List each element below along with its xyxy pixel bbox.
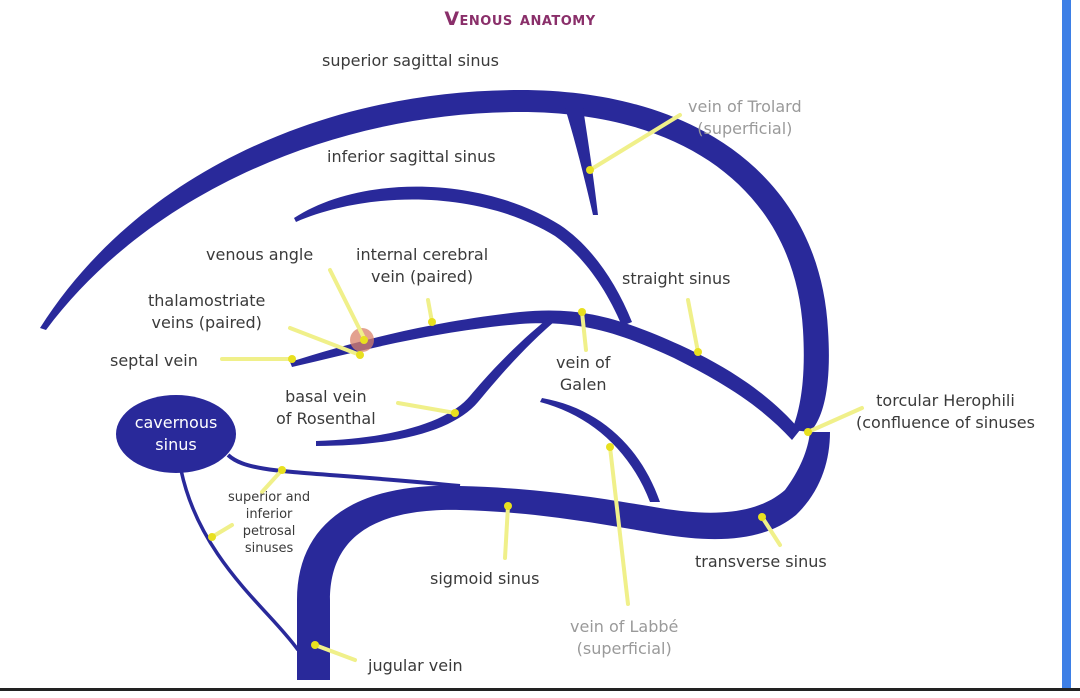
leader-transverse [760,515,782,547]
label-vein-of-galen-line2: Galen [559,375,607,394]
label-vein-of-trolard-line2: (superficial) [697,119,793,138]
label-septal-vein: septal vein [110,351,198,370]
label-torcular-herophili: torcular Herophili (confluence of sinuse… [856,390,1035,434]
dot-torcular [804,428,812,436]
label-sigmoid-sinus: sigmoid sinus [430,569,540,588]
label-vein-of-labbe-line2: (superficial) [576,639,672,658]
cavernous-sinus: cavernous sinus [116,395,236,473]
superior-petrosal-sinus-vessel [226,453,461,488]
dot-venous-angle [360,336,368,344]
label-venous-angle: venous angle [206,245,314,264]
bottom-strip [0,691,1080,698]
label-straight-sinus: straight sinus [622,269,731,288]
superior-sagittal-sinus-vessel [40,90,829,432]
dot-sigmoid [504,502,512,510]
label-thalamostriate-line1: thalamostriate [148,291,266,310]
leader-thalamostriate [288,326,362,357]
label-vein-of-labbe-line1: vein of Labbé [570,617,679,636]
dot-internal-cerebral [428,318,436,326]
label-vein-of-trolard: vein of Trolard (superficial) [688,96,802,140]
inferior-sagittal-sinus-vessel [294,186,632,326]
label-jugular-vein: jugular vein [368,656,463,675]
label-internal-cerebral-vein-line2: vein (paired) [371,267,474,286]
label-basal-vein-of-rosenthal: basal vein of Rosenthal [276,386,376,430]
dot-basal [451,409,459,417]
label-basal-vein-line2: of Rosenthal [276,409,376,428]
leader-labbe [608,445,630,606]
label-cavernous-line2: sinus [155,435,197,454]
label-petrosal-line1: superior and [228,490,311,505]
straight-sinus-vessel [290,310,800,440]
dot-petrosal-sup [278,466,286,474]
label-basal-vein-line1: basal vein [285,387,367,406]
dot-petrosal-inf [208,533,216,541]
label-petrosal-sinuses: superior and inferior petrosal sinuses [228,489,310,557]
diagram-title: Venous anatomy [444,8,596,30]
label-torcular-line2: (confluence of sinuses [856,413,1035,432]
dot-jugular [311,641,319,649]
leader-petrosal-sup [260,468,284,494]
label-vein-of-labbe: vein of Labbé (superficial) [570,616,678,660]
label-thalamostriate-line2: veins (paired) [151,313,262,332]
transverse-sigmoid-jugular-vessel [297,432,830,680]
label-vein-of-galen: vein of Galen [556,352,610,396]
label-internal-cerebral-vein: internal cerebral vein (paired) [356,244,488,288]
dot-transverse [758,513,766,521]
label-petrosal-line4: sinuses [244,541,294,556]
vein-of-labbe-vessel [540,398,660,502]
dot-labbe [606,443,614,451]
label-torcular-line1: torcular Herophili [876,391,1015,410]
label-vein-of-galen-line1: vein of [556,353,611,372]
leader-torcular [806,406,864,434]
basal-vein-vessel [316,313,560,446]
bottom-divider [0,688,1080,691]
label-superior-sagittal-sinus: superior sagittal sinus [322,51,499,70]
label-vein-of-trolard-line1: vein of Trolard [688,97,802,116]
leader-sigmoid [503,504,510,560]
label-internal-cerebral-vein-line1: internal cerebral [356,245,489,264]
leader-venous-angle [328,268,367,342]
dot-thalamostriate [356,351,364,359]
label-petrosal-line3: petrosal [242,524,296,539]
label-inferior-sagittal-sinus: inferior sagittal sinus [327,147,496,166]
vein-of-trolard-vessel [565,108,598,215]
inferior-petrosal-sinus-vessel [179,469,300,652]
leader-trolard [588,113,682,172]
leader-basal [396,401,457,415]
label-thalamostriate-veins: thalamostriate veins (paired) [148,290,265,334]
dot-galen [578,308,586,316]
leader-lines [210,113,864,662]
dot-straight [694,348,702,356]
label-transverse-sinus: transverse sinus [695,552,827,571]
leader-dots [208,166,812,649]
leader-straight [686,298,700,354]
dot-trolard [586,166,594,174]
leader-galen [580,310,588,352]
label-petrosal-line2: inferior [245,507,293,522]
leader-jugular [313,643,357,662]
vertical-scrollbar[interactable] [1062,0,1071,690]
label-cavernous-line1: cavernous [134,413,218,432]
dot-septal [288,355,296,363]
